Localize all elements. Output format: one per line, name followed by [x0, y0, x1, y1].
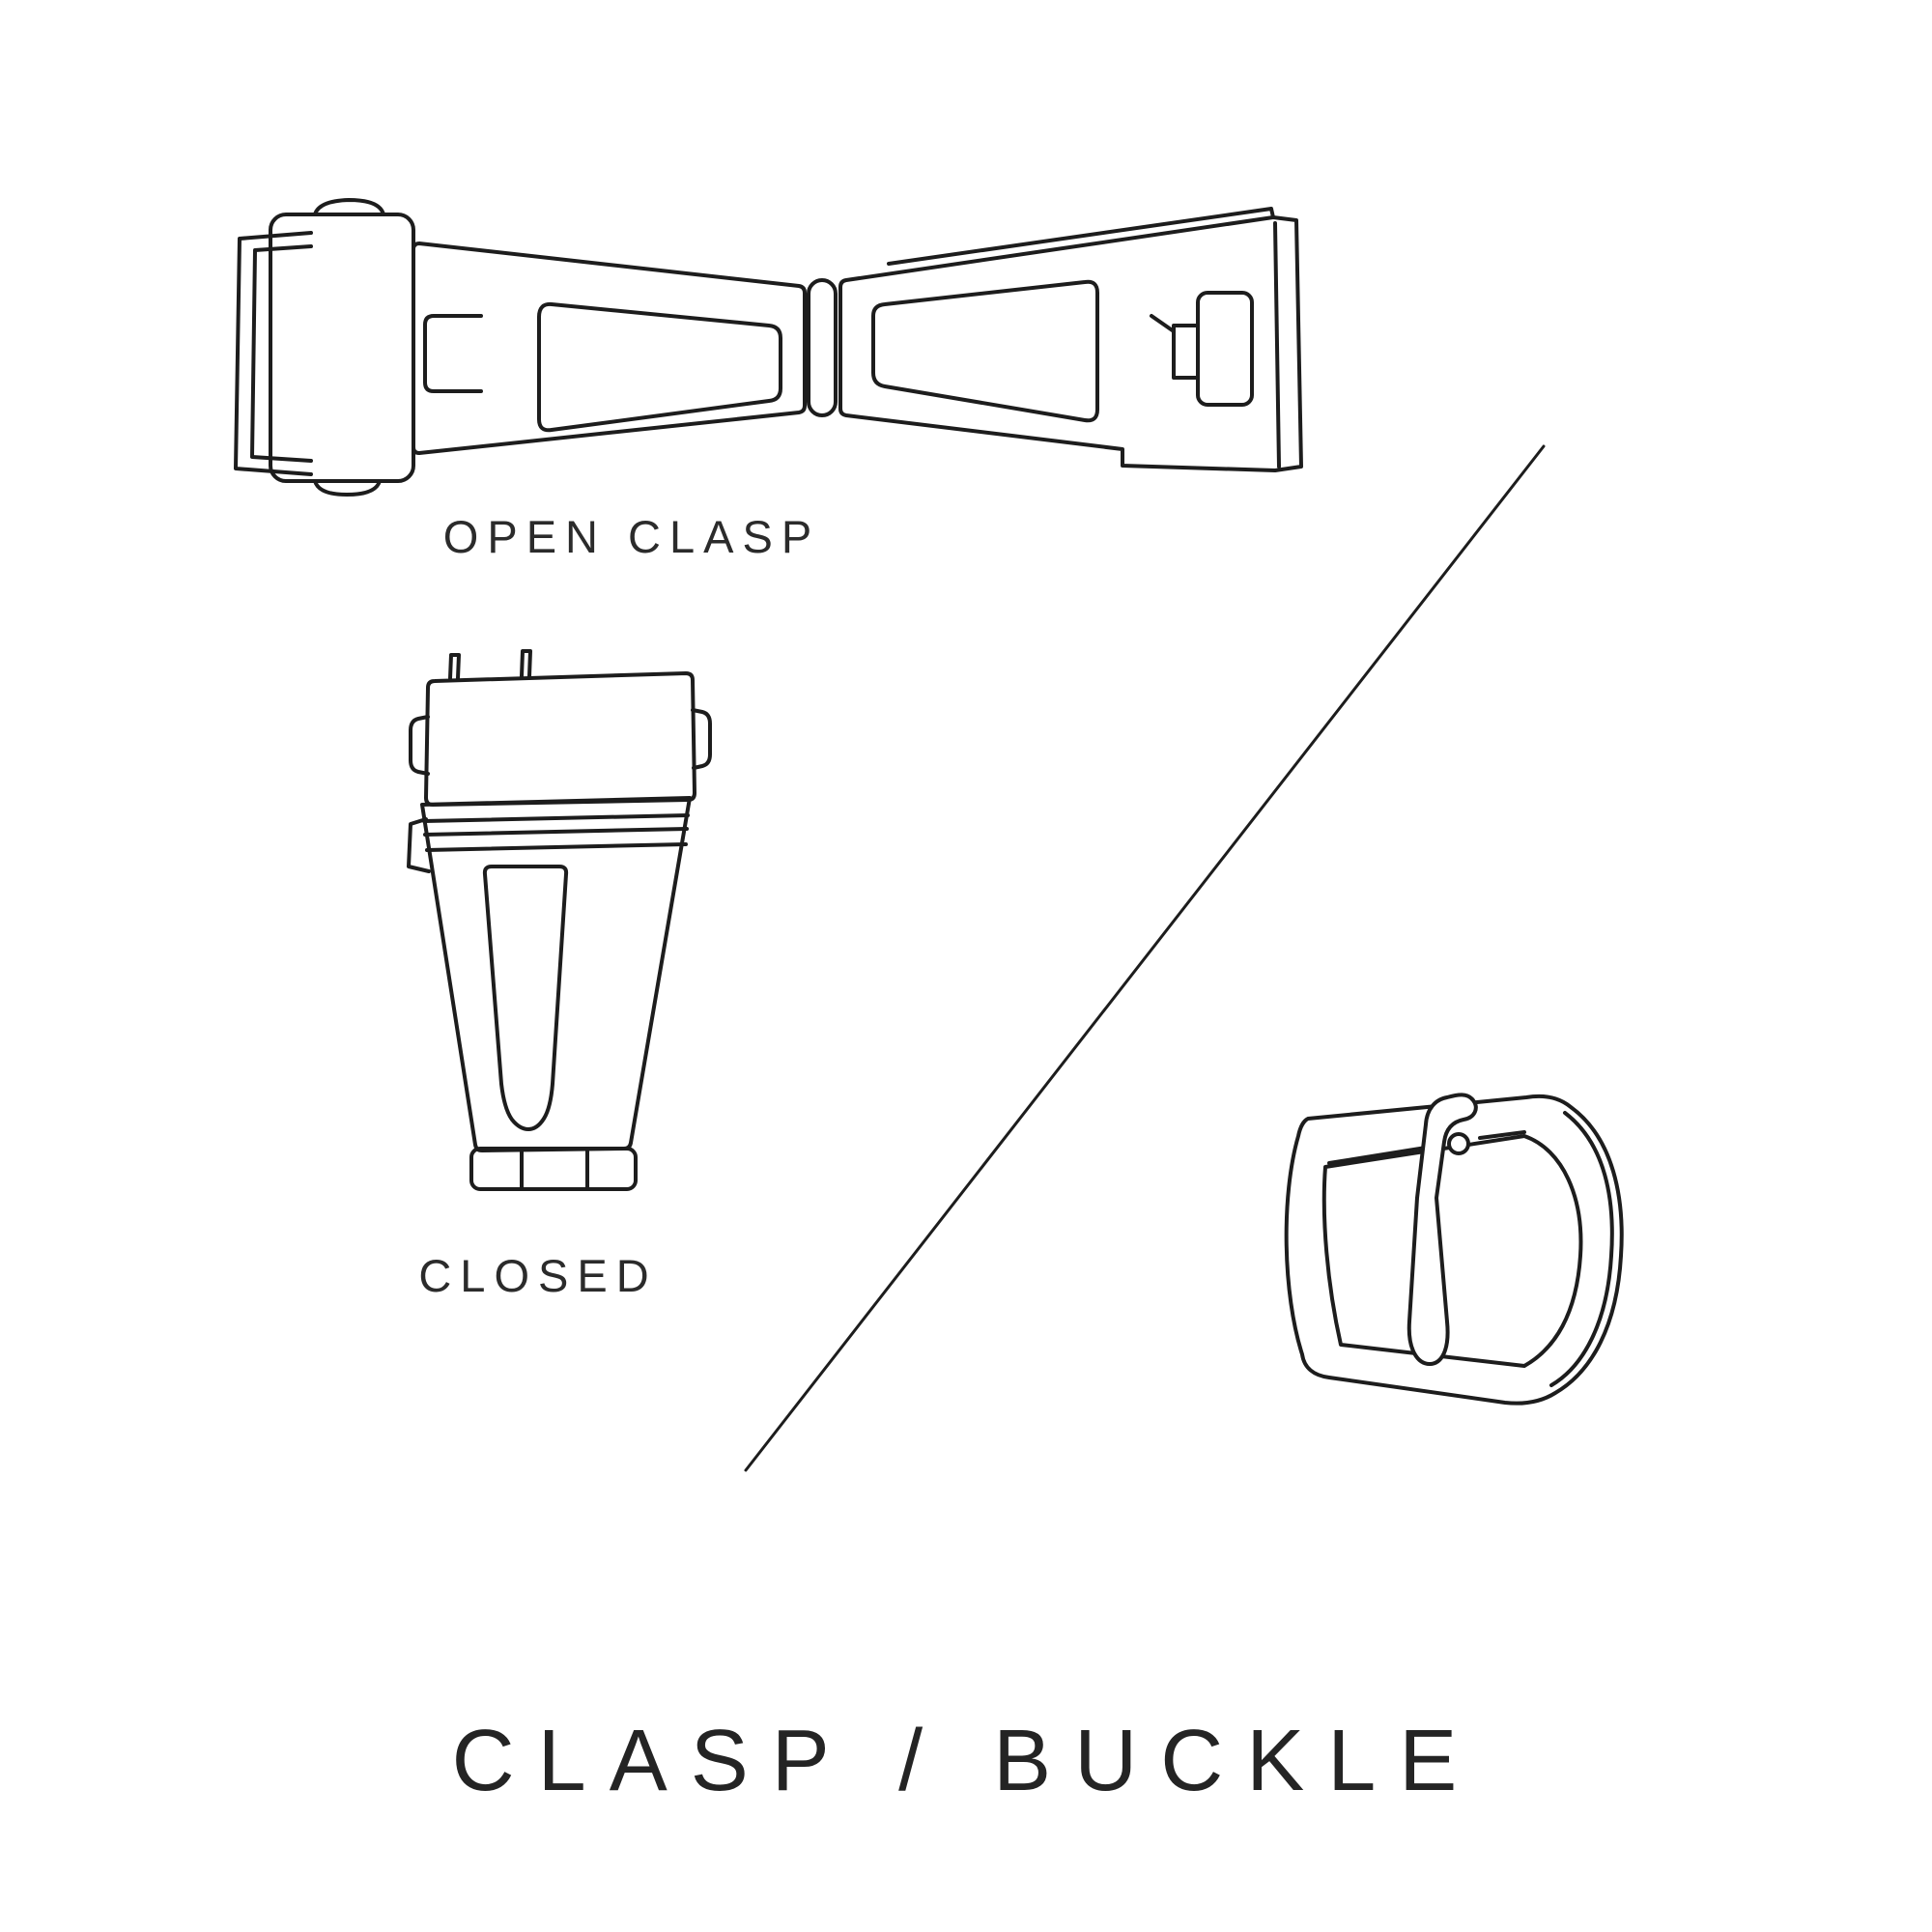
closed-clasp-illustration	[407, 649, 712, 1191]
buckle-frame	[1284, 1094, 1624, 1406]
closed-clasp-label: CLOSED	[418, 1250, 658, 1301]
open-clasp-label: OPEN CLASP	[442, 511, 821, 562]
page-title: CLASP / BUCKLE	[451, 1713, 1481, 1809]
diagonal-divider-line	[744, 444, 1546, 1472]
clasp-left-blade	[412, 242, 807, 455]
clasp-prongs	[448, 649, 532, 680]
clasp-left-bracket	[234, 231, 313, 476]
clasp-left-block	[269, 198, 415, 497]
open-clasp-illustration	[234, 198, 1303, 497]
clasp-hinge	[807, 278, 838, 417]
buckle-spring-coil	[1447, 1132, 1470, 1155]
clasp-fold-band	[407, 813, 690, 873]
buckle-tang	[1406, 1093, 1478, 1366]
buckle-crossbar	[1327, 1130, 1526, 1165]
clasp-top-block	[409, 671, 712, 807]
clasp-end-bar	[469, 1147, 638, 1191]
clasp-right-blade	[838, 207, 1303, 472]
buckle-illustration	[1284, 1093, 1624, 1406]
